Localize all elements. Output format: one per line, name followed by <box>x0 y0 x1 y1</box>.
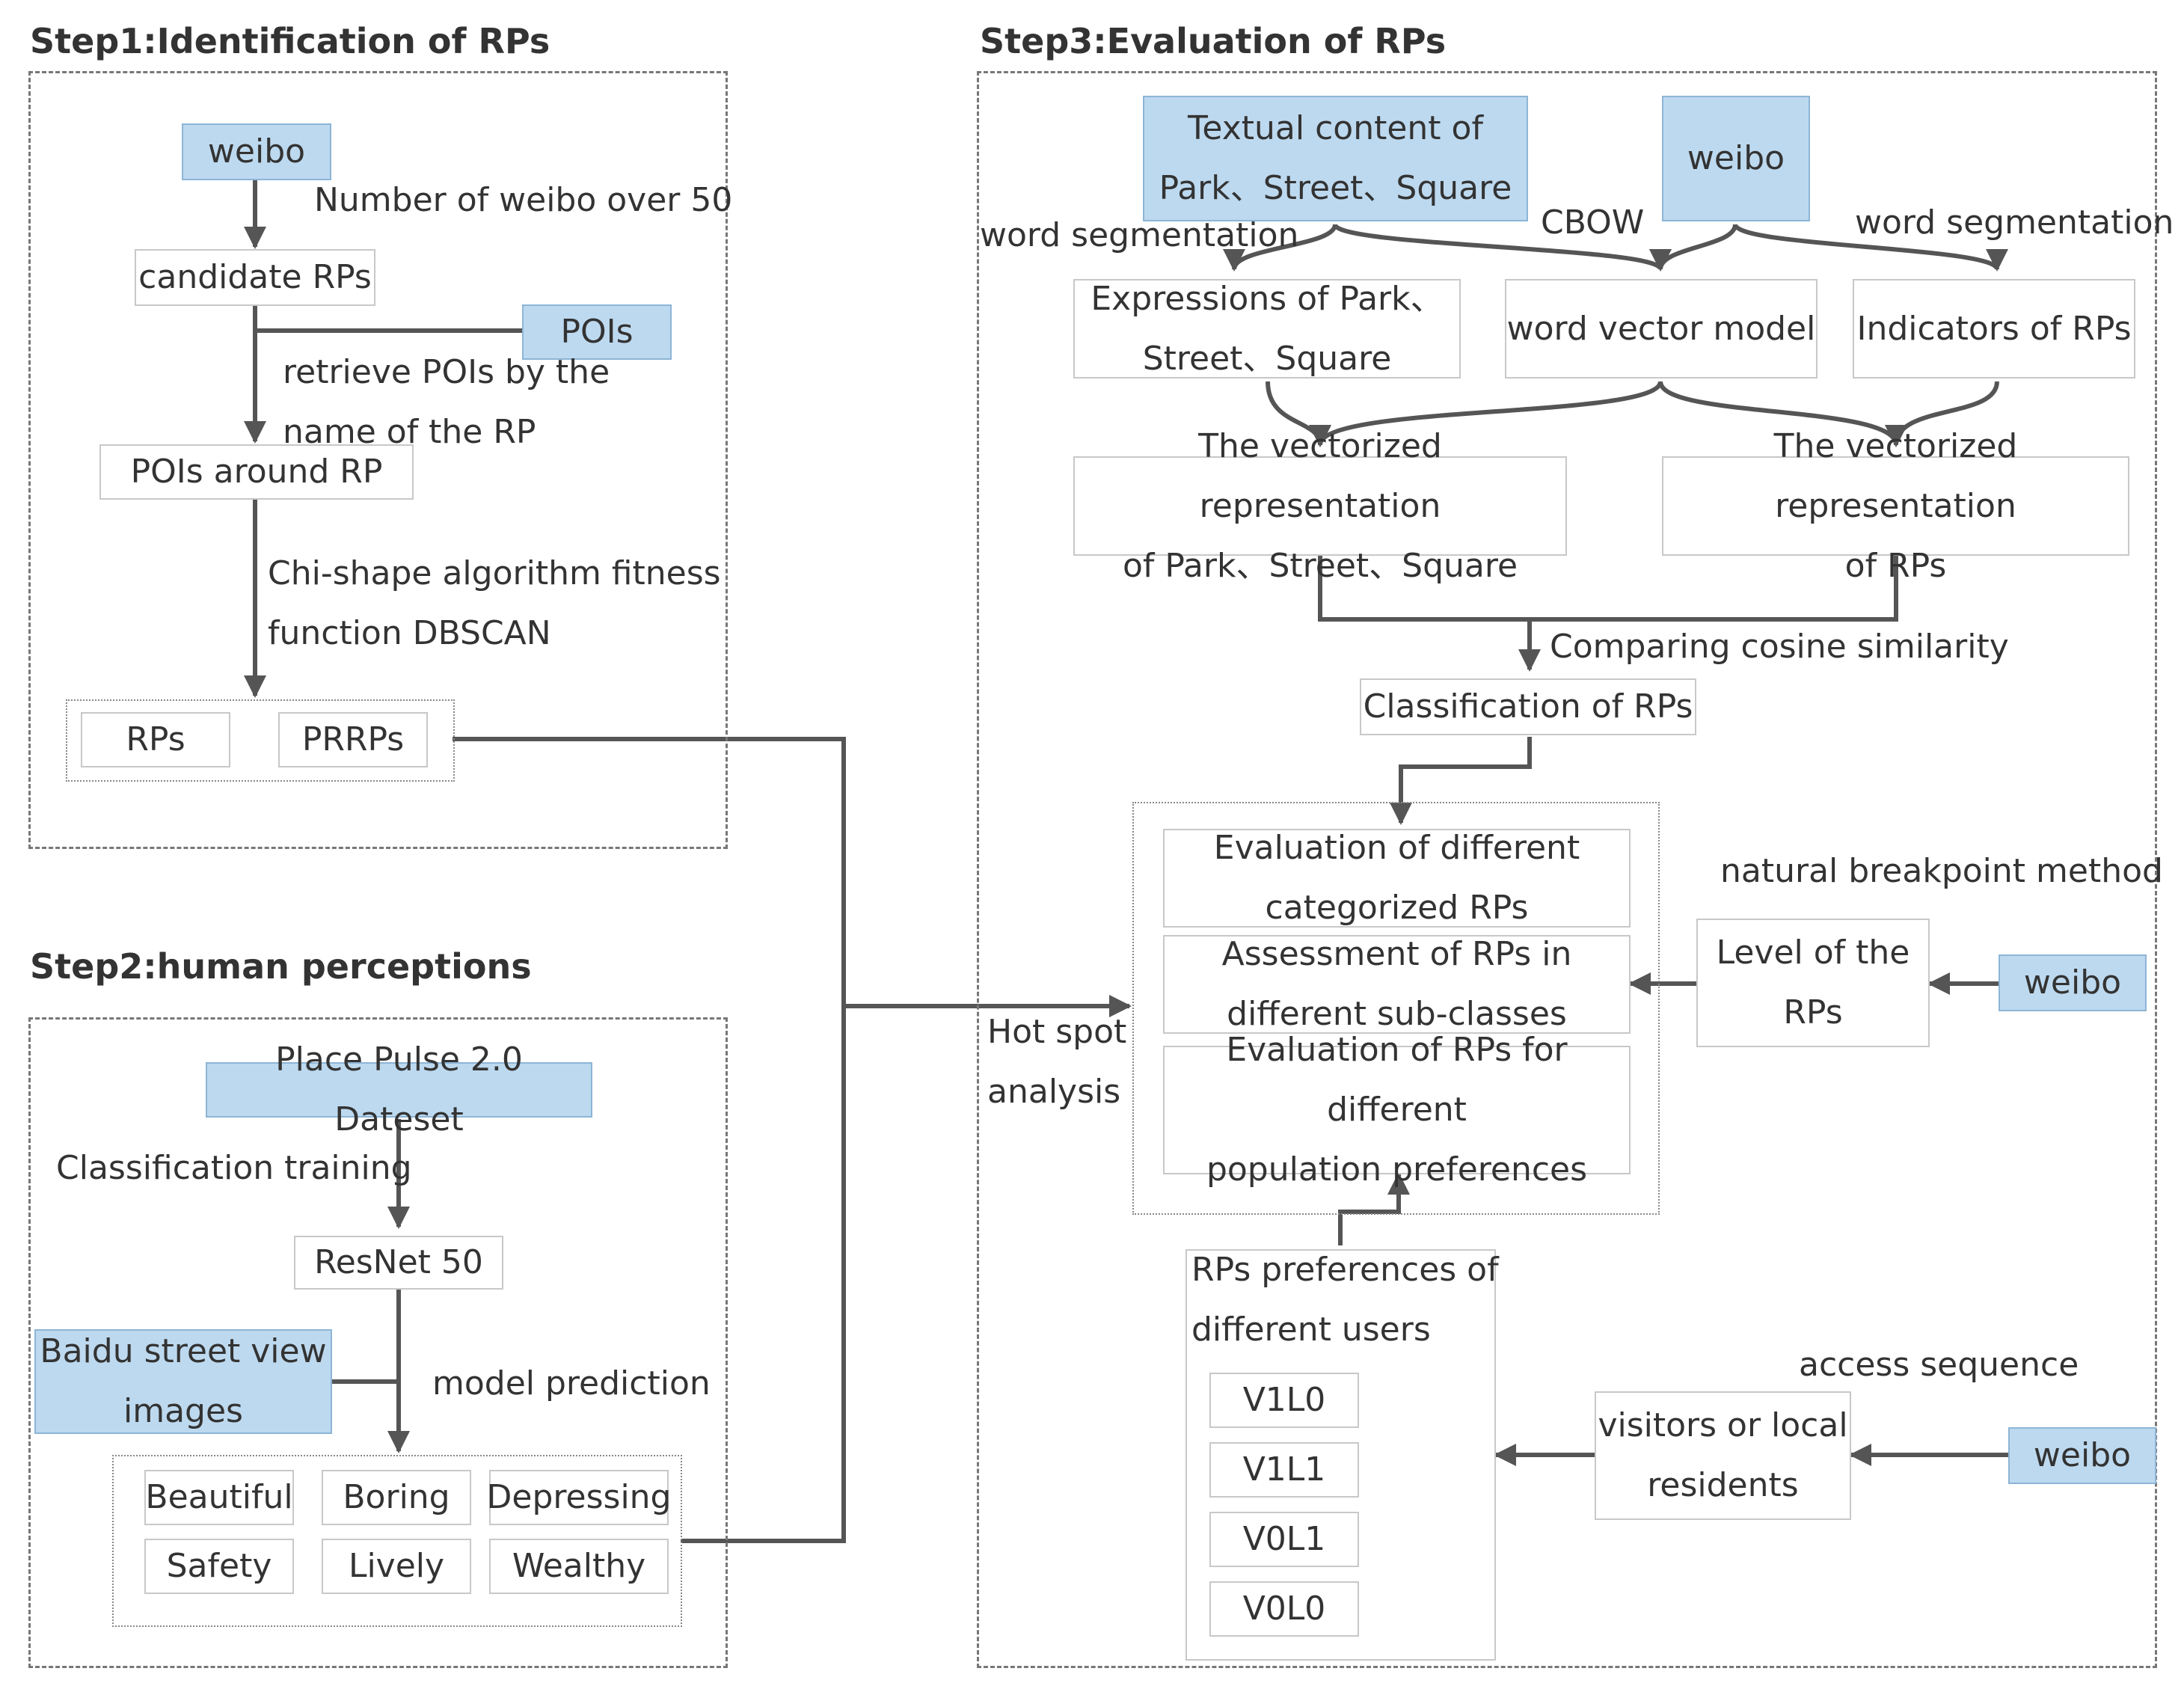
natural-breakpoint-label: natural breakpoint method <box>1720 852 2163 890</box>
word-segmentation-right-label: word segmentation <box>1855 203 2174 242</box>
hot-spot-label: Hot spot analysis <box>987 1013 1127 1111</box>
step1-group <box>28 71 728 849</box>
weibo-level-node: weibo <box>1999 954 2147 1011</box>
step2-group <box>28 1017 728 1668</box>
weibo-filter-label: Number of weibo over 50 <box>314 181 733 219</box>
step1-title: Step1:Identification of RPs <box>30 21 550 61</box>
assessment-subclasses-node: Assessment of RPs in different sub-class… <box>1163 935 1631 1034</box>
classification-node: Classification of RPs <box>1360 678 1696 735</box>
rps-node: RPs <box>81 712 230 767</box>
perception-safety: Safety <box>144 1539 294 1594</box>
perception-lively: Lively <box>322 1539 471 1594</box>
weibo-access-node: weibo <box>2008 1427 2156 1484</box>
cosine-similarity-label: Comparing cosine similarity <box>1550 628 2009 666</box>
pois-node: POIs <box>522 304 672 360</box>
classification-training-label: Classification training <box>56 1149 412 1187</box>
word-segmentation-left-label: word segmentation <box>980 216 1299 254</box>
user-group-v0l0: V0L0 <box>1209 1581 1359 1637</box>
step3-group <box>977 71 2157 1668</box>
access-sequence-label: access sequence <box>1799 1346 2079 1384</box>
user-preferences-title: RPs preferences of different users <box>1191 1251 1499 1349</box>
user-group-v1l0: V1L0 <box>1209 1373 1359 1428</box>
step2-title: Step2:human perceptions <box>30 946 532 987</box>
perception-group <box>112 1455 682 1627</box>
user-group-v0l1: V0L1 <box>1209 1512 1359 1567</box>
weibo-top-node: weibo <box>1662 96 1810 221</box>
vectorized-pss-node: The vectorized representation of Park、St… <box>1073 427 1567 585</box>
word-vector-model-node: word vector model <box>1505 279 1818 378</box>
evaluation-categorized-node: Evaluation of different categorized RPs <box>1163 829 1631 928</box>
resnet-node: ResNet 50 <box>294 1236 503 1290</box>
level-of-rps-node: Level of the RPs <box>1696 919 1930 1047</box>
pois-around-rp-node: POIs around RP <box>99 444 414 500</box>
perception-wealthy: Wealthy <box>489 1539 669 1594</box>
chi-shape-label: Chi-shape algorithm fitness function DBS… <box>268 554 721 652</box>
rps-output-group <box>66 699 455 782</box>
model-prediction-label: model prediction <box>432 1364 711 1403</box>
candidate-rps-node: candidate RPs <box>135 249 375 306</box>
step3-title: Step3:Evaluation of RPs <box>980 21 1447 61</box>
visitors-node: visitors or local residents <box>1595 1391 1851 1520</box>
weibo-node: weibo <box>182 123 331 180</box>
perception-boring: Boring <box>322 1470 471 1525</box>
expressions-node: Expressions of Park、 Street、Square <box>1073 279 1461 378</box>
user-group-v1l1: V1L1 <box>1209 1442 1359 1498</box>
perception-depressing: Depressing <box>487 1470 671 1525</box>
cbow-label: CBOW <box>1541 203 1645 242</box>
perception-beautiful: Beautiful <box>144 1470 294 1525</box>
place-pulse-node: Place Pulse 2.0 Dateset <box>206 1040 592 1138</box>
prrps-node: PRRPs <box>278 712 428 767</box>
evaluation-group <box>1132 802 1660 1215</box>
baidu-street-view-node: Baidu street view images <box>34 1329 332 1434</box>
textual-content-node: Textual content of Park、Street、Square <box>1143 96 1528 221</box>
evaluation-population-node: Evaluation of RPs for different populati… <box>1163 1031 1631 1189</box>
indicators-node: Indicators of RPs <box>1853 279 2135 378</box>
vectorized-rps-node: The vectorized representation of RPs <box>1662 427 2129 585</box>
